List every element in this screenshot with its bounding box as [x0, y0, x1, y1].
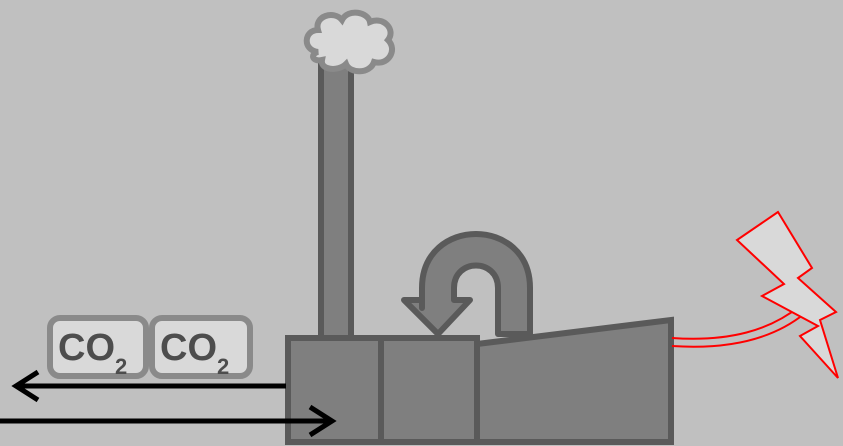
svg-text:CO2: CO2	[58, 327, 127, 379]
plant-block-left	[285, 335, 384, 445]
lightning-bolt-icon	[735, 210, 839, 379]
co2-subscript: 2	[217, 354, 229, 379]
svg-text:CO2: CO2	[160, 327, 229, 379]
co2-label: CO	[160, 327, 217, 369]
plant-block-middle	[378, 335, 480, 445]
arrow-right-icon	[0, 404, 337, 438]
smoke-cloud-icon	[303, 9, 395, 75]
co2-subscript: 2	[115, 354, 127, 379]
arrow-left-icon	[11, 369, 286, 403]
u-turn-arrow-icon	[401, 231, 533, 337]
chimney-icon	[318, 59, 354, 347]
power-line	[671, 305, 805, 348]
co2-label: CO	[58, 327, 115, 369]
co2-capsule: CO2	[149, 315, 253, 379]
co2-capsule: CO2	[47, 315, 149, 379]
generator-block	[474, 316, 674, 445]
